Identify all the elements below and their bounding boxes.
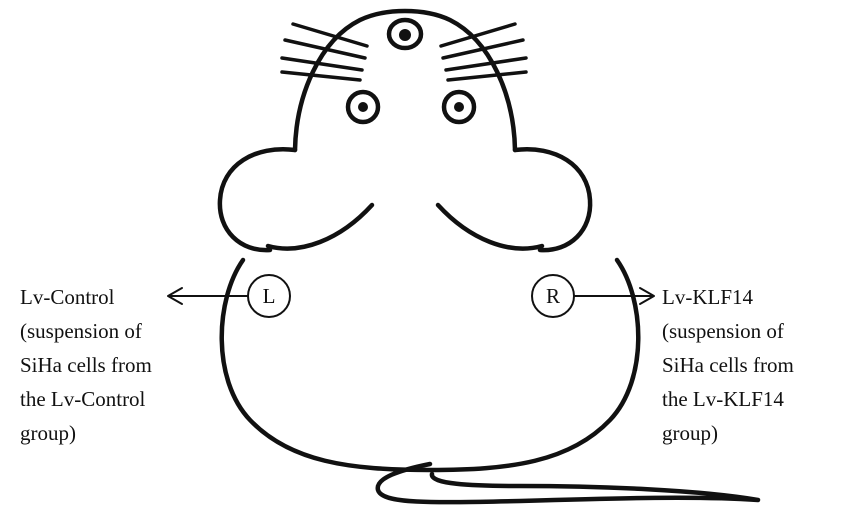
- left-injection-marker: L: [248, 275, 290, 317]
- right-group-line: SiHa cells from: [662, 348, 794, 382]
- right-group-title: Lv-KLF14: [662, 280, 794, 314]
- left-group-line: (suspension of: [20, 314, 152, 348]
- left-group-title: Lv-Control: [20, 280, 152, 314]
- right-marker-letter: R: [546, 284, 560, 308]
- right-pupil: [454, 102, 464, 112]
- left-group-line: the Lv-Control: [20, 382, 152, 416]
- right-group-line: the Lv-KLF14: [662, 382, 794, 416]
- right-group-line: group): [662, 416, 794, 450]
- left-group-label: Lv-Control (suspension of SiHa cells fro…: [20, 280, 152, 450]
- right-arm-curve: [438, 205, 542, 249]
- right-arrow: [574, 288, 654, 304]
- left-pupil: [358, 102, 368, 112]
- left-group-line: SiHa cells from: [20, 348, 152, 382]
- right-group-label: Lv-KLF14 (suspension of SiHa cells from …: [662, 280, 794, 450]
- right-group-line: (suspension of: [662, 314, 794, 348]
- left-arm-curve: [268, 205, 372, 249]
- left-marker-letter: L: [263, 284, 276, 308]
- right-forepaw: [515, 149, 590, 250]
- right-injection-marker: R: [532, 275, 574, 317]
- left-group-line: group): [20, 416, 152, 450]
- nose-dot: [399, 29, 411, 41]
- left-forepaw: [220, 149, 295, 250]
- left-arrow: [168, 288, 248, 304]
